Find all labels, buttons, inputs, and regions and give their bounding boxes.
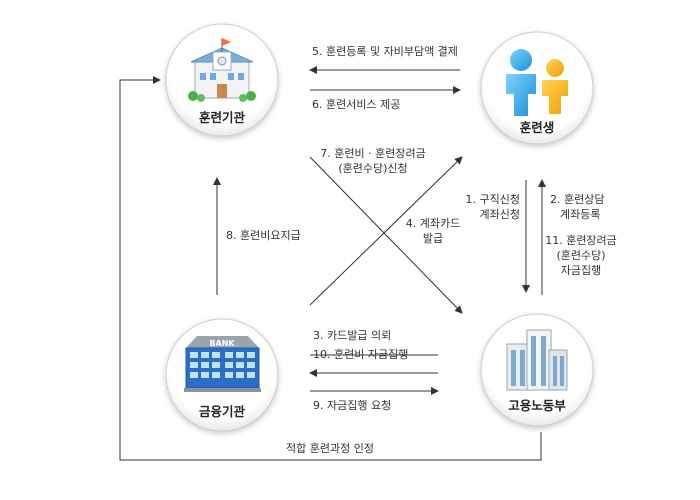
label-step7-line2: (훈련수당)신청	[338, 162, 408, 175]
school-building-icon	[188, 38, 256, 102]
node-label-trainee: 훈련생	[520, 120, 555, 135]
bank-sign: BANK	[209, 339, 235, 348]
label-step11-line1: 11. 훈련장려금	[545, 234, 617, 247]
connectors	[119, 66, 546, 461]
arrow-step4	[309, 156, 463, 306]
label-step11-line2: (훈련수당)	[556, 249, 606, 262]
label-step1-line2: 계좌신청	[479, 208, 520, 221]
bank-building-icon: BANK	[184, 336, 261, 392]
label-step9: 9. 자금집행 요청	[313, 399, 392, 412]
node-training-institution: 훈련기관	[165, 23, 279, 137]
label-step11: 11. 훈련장려금 (훈련수당) 자금집행	[542, 233, 620, 278]
node-label-training-institution: 훈련기관	[199, 110, 246, 125]
node-label-financial-institution: 금융기관	[199, 404, 246, 419]
label-step4-line2: 발급	[422, 232, 444, 245]
node-label-labor-ministry: 고용노동부	[508, 398, 566, 413]
label-step10: 10. 훈련비 자금집행	[313, 348, 409, 361]
arrow-step7	[309, 156, 463, 314]
label-step7: 7. 훈련비 · 훈련장려금 (훈련수당)신청	[318, 146, 428, 176]
label-step1-line1: 1. 구직신청	[465, 193, 520, 206]
node-trainee: 훈련생	[480, 31, 594, 145]
label-step4-line1: 4. 계좌카드	[405, 217, 461, 230]
label-step2-line1: 2. 훈련상담	[550, 193, 605, 206]
arrow-bottom-loop	[119, 76, 542, 461]
label-step5: 5. 훈련등록 및 자비부담액 결제	[312, 45, 458, 58]
label-step2: 2. 훈련상담 계좌등록	[550, 192, 604, 222]
node-labor-ministry: 고용노동부	[480, 313, 594, 427]
label-step6: 6. 훈련서비스 제공	[312, 98, 401, 111]
label-step7-line1: 7. 훈련비 · 훈련장려금	[320, 147, 426, 160]
people-icon	[506, 49, 568, 116]
node-financial-institution: BANK 금융기관	[165, 318, 279, 432]
label-step2-line2: 계좌등록	[560, 208, 601, 221]
label-step8: 8. 훈련비요지급	[226, 229, 301, 242]
label-bottom-loop: 적합 훈련과정 인정	[286, 442, 374, 455]
label-step3: 3. 카드발급 의뢰	[313, 329, 392, 342]
office-buildings-icon	[506, 329, 568, 391]
label-step4: 4. 계좌카드 발급	[398, 216, 468, 246]
label-step11-line3: 자금집행	[560, 264, 602, 277]
label-step1: 1. 구직신청 계좌신청	[458, 192, 520, 222]
